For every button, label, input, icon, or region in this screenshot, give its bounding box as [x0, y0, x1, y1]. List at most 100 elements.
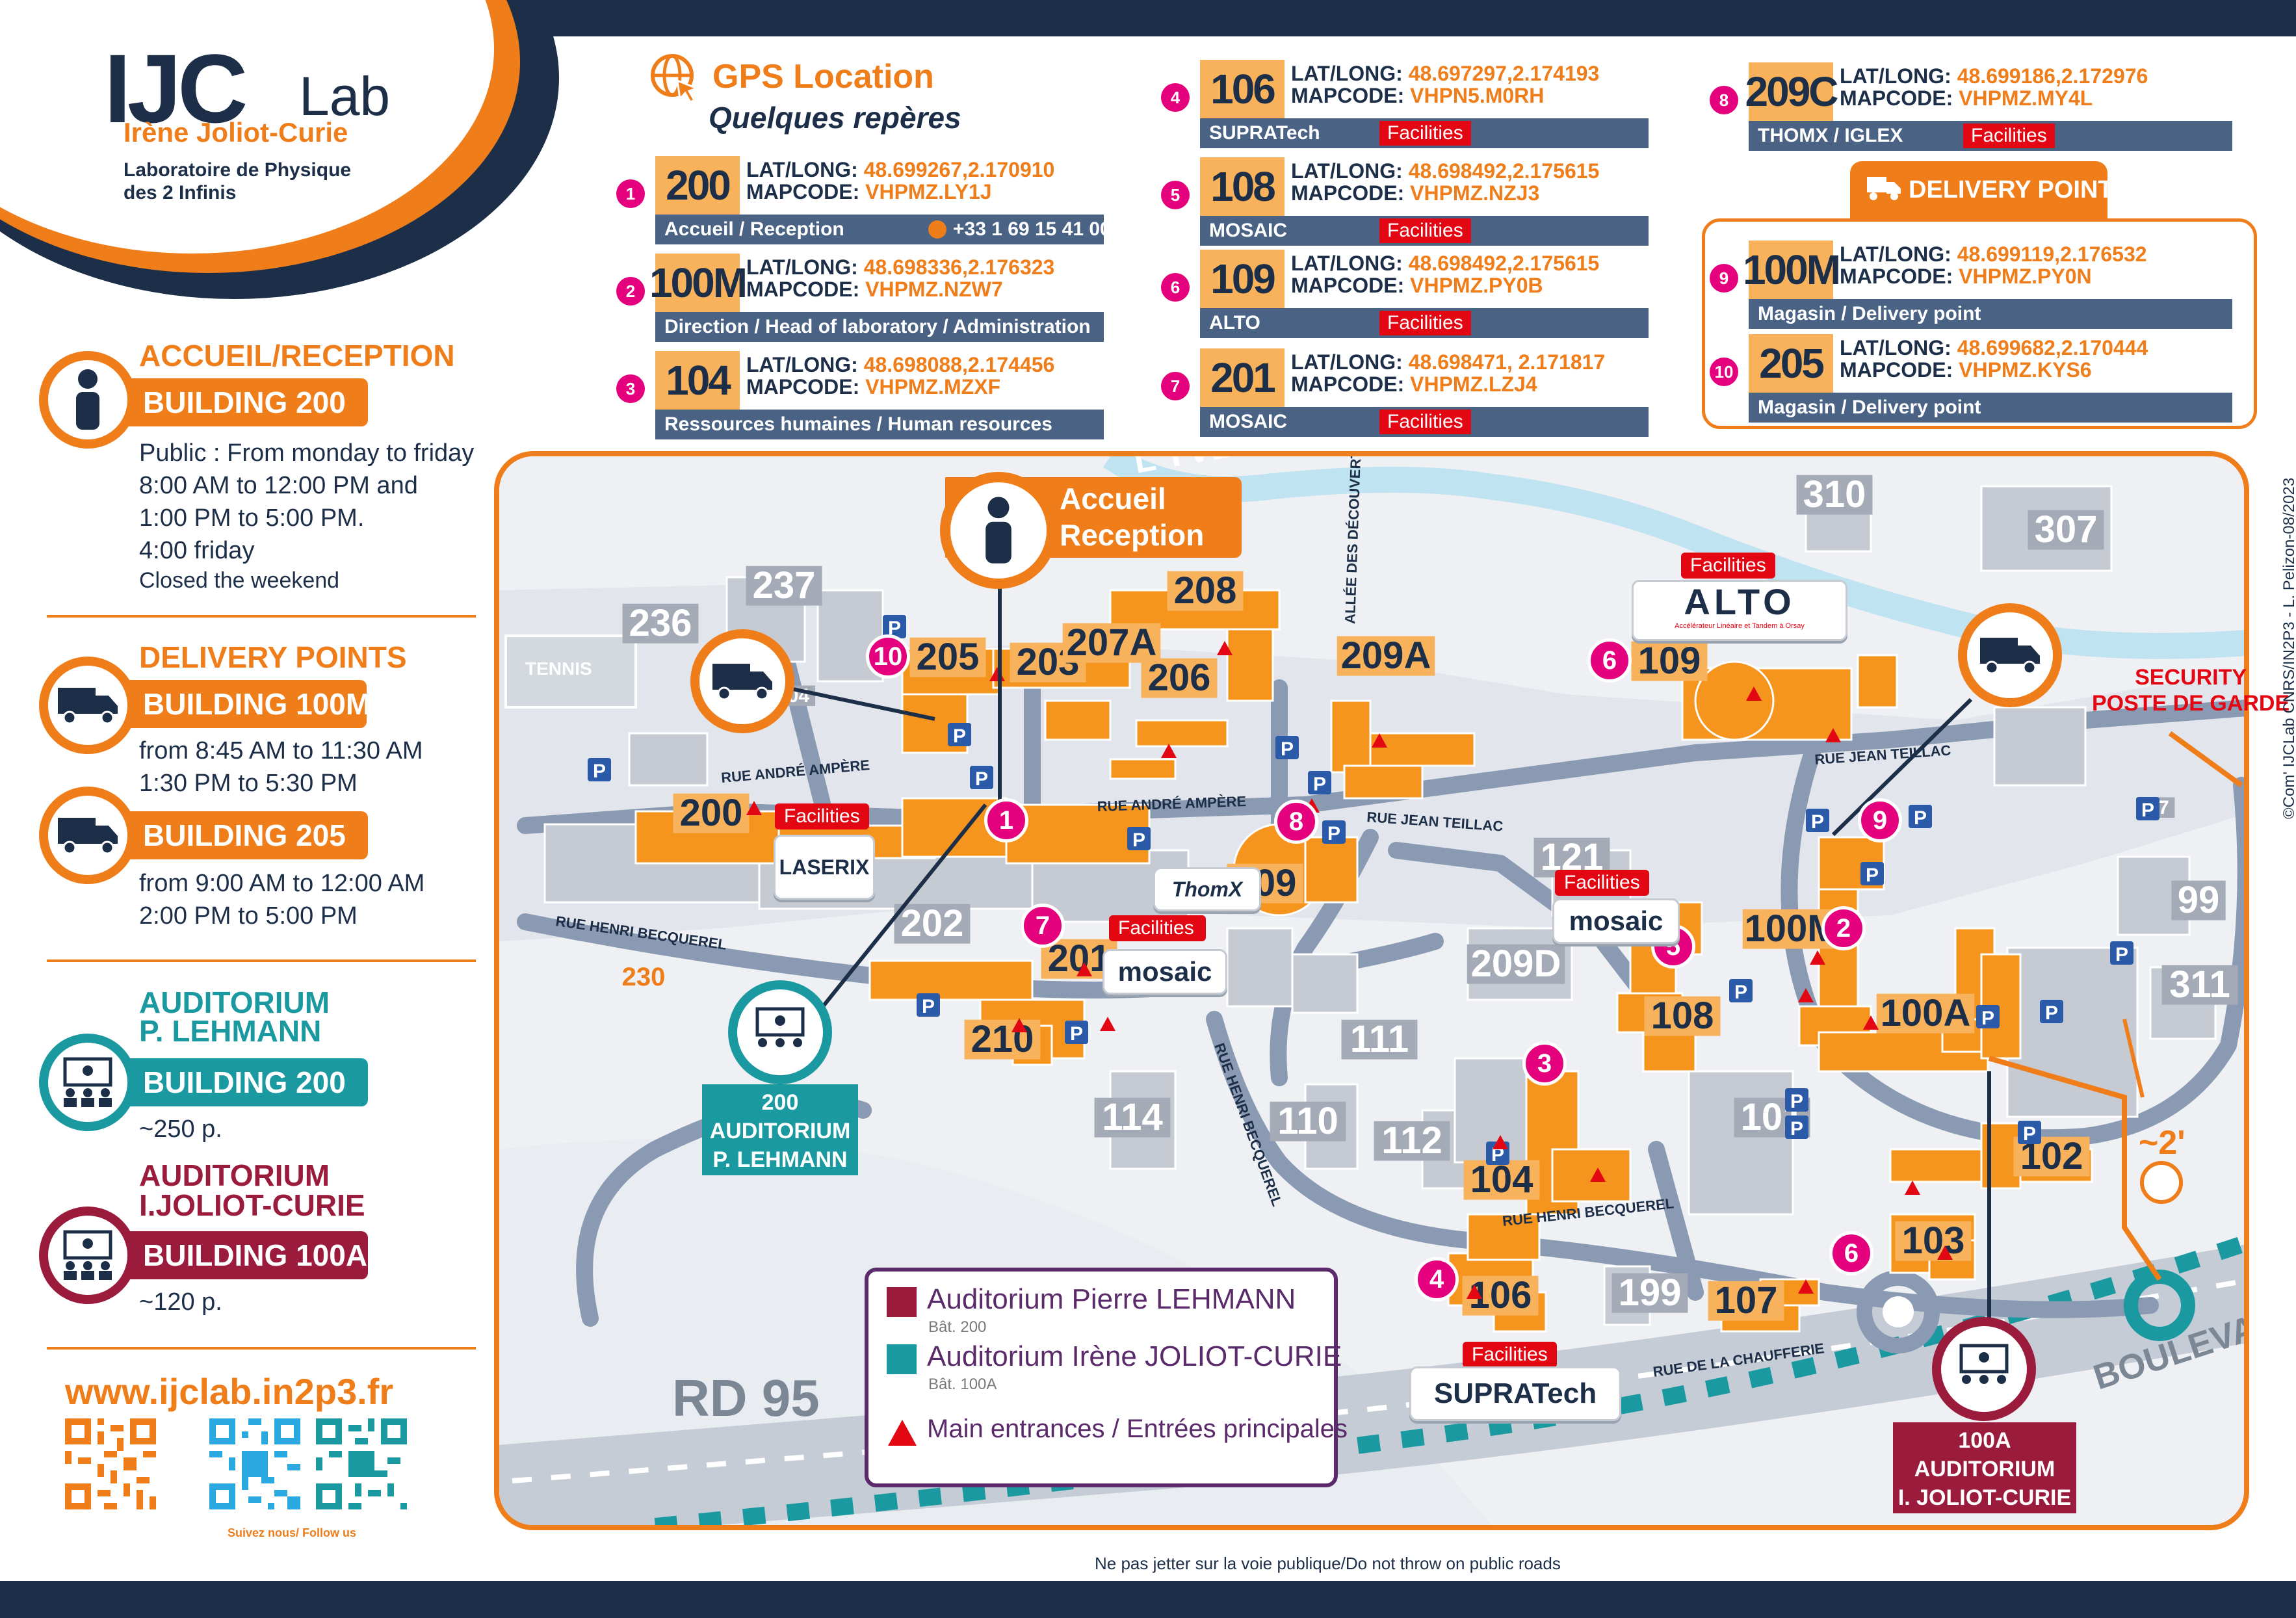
building-label[interactable]: 206	[1148, 657, 1211, 699]
parking-icon[interactable]	[917, 993, 940, 1017]
parking-icon[interactable]	[2110, 941, 2133, 965]
map-number-pin[interactable]: 4	[1415, 1257, 1459, 1301]
parking-icon[interactable]	[1729, 979, 1753, 1002]
building-label[interactable]: 107	[1715, 1279, 1778, 1322]
building-label[interactable]: 112	[1381, 1119, 1442, 1162]
campus-map-canvas[interactable]: 237236205203207A206208209A20020220120921…	[499, 456, 2249, 1530]
building-label[interactable]: 199	[1619, 1272, 1682, 1314]
main-entrance-marker[interactable]	[1863, 1015, 1879, 1030]
main-entrance-marker[interactable]	[1467, 1285, 1482, 1299]
parking-icon[interactable]	[2040, 1000, 2063, 1023]
latlong-value[interactable]: 48.699267,2.170910	[863, 158, 1055, 181]
building-label[interactable]: 108	[1651, 995, 1714, 1037]
parking-icon[interactable]	[1785, 1116, 1808, 1139]
building-label[interactable]: 99	[2178, 879, 2220, 921]
latlong-value[interactable]: 48.698492,2.175615	[1408, 159, 1600, 183]
main-entrance-marker[interactable]	[1100, 1017, 1115, 1031]
entry-phone[interactable]: +33 1 69 15 41 00	[928, 215, 1111, 244]
main-entrance-marker[interactable]	[1798, 988, 1814, 1002]
building-label[interactable]: 311	[2169, 963, 2230, 1006]
building-label[interactable]: 109	[1638, 640, 1701, 682]
map-number-pin[interactable]: 7	[1021, 904, 1065, 948]
parking-icon[interactable]	[1275, 736, 1299, 759]
main-entrance-marker[interactable]	[1746, 686, 1762, 701]
mapcode-value[interactable]: VHPMZ.PY0N	[1959, 265, 2092, 288]
latlong-value[interactable]: 48.698336,2.176323	[863, 255, 1055, 279]
parking-icon[interactable]	[1909, 805, 1932, 828]
building-label[interactable]: 207A	[1067, 621, 1157, 664]
building-label[interactable]: 103	[1902, 1220, 1965, 1262]
map-number-pin[interactable]: 8	[1274, 800, 1318, 844]
parking-icon[interactable]	[1785, 1088, 1808, 1112]
truck-icon[interactable]	[1958, 603, 2062, 707]
auditorium-icon[interactable]	[1932, 1317, 2036, 1421]
map-number-pin[interactable]: 6	[1587, 638, 1632, 683]
qr-code-website[interactable]	[65, 1418, 156, 1509]
main-entrance-marker[interactable]	[1011, 1018, 1027, 1032]
mapcode-value[interactable]: VHPMZ.PY0B	[1410, 274, 1543, 297]
auditorium-icon[interactable]	[728, 980, 832, 1084]
building-label[interactable]: 237	[753, 564, 816, 607]
building-label[interactable]: 209D	[1471, 943, 1561, 985]
building-label[interactable]: 208	[1174, 569, 1237, 612]
latlong-value[interactable]: 48.698471, 2.171817	[1408, 350, 1606, 374]
parking-icon[interactable]	[588, 758, 611, 781]
main-entrance-marker[interactable]	[746, 801, 762, 815]
main-entrance-marker[interactable]	[1217, 641, 1233, 655]
building-label[interactable]: 104	[1470, 1158, 1533, 1201]
latlong-value[interactable]: 48.698088,2.174456	[863, 353, 1055, 376]
parking-icon[interactable]	[1065, 1021, 1088, 1044]
qr-code-linkedin[interactable]	[316, 1418, 407, 1509]
mapcode-value[interactable]: VHPMZ.LY1J	[865, 180, 992, 203]
facility-brand-laserix[interactable]: LASERIX	[774, 835, 875, 900]
building-label[interactable]: 110	[1277, 1100, 1338, 1142]
mapcode-value[interactable]: VHPMZ.MZXF	[865, 375, 1001, 398]
main-entrance-marker[interactable]	[1810, 950, 1825, 965]
latlong-value[interactable]: 48.699186,2.172976	[1957, 64, 2148, 88]
mapcode-value[interactable]: VHPN5.M0RH	[1410, 84, 1545, 107]
facility-brand-mosaic[interactable]: mosaic	[1102, 949, 1227, 995]
latlong-value[interactable]: 48.698492,2.175615	[1408, 252, 1600, 275]
facility-brand-mosaic[interactable]: mosaic	[1552, 898, 1680, 944]
ijclab-logo[interactable]: IJC Lab Irène Joliot-Curie Laboratoire d…	[104, 20, 403, 215]
main-entrance-marker[interactable]	[1798, 1279, 1814, 1294]
parking-icon[interactable]	[2136, 797, 2159, 820]
mapcode-value[interactable]: VHPMZ.NZJ3	[1410, 181, 1540, 205]
mapcode-value[interactable]: VHPMZ.LZJ4	[1410, 372, 1537, 396]
main-entrance-marker[interactable]	[1590, 1168, 1606, 1182]
map-number-pin[interactable]: 6	[1829, 1231, 1873, 1275]
parking-icon[interactable]	[970, 766, 993, 789]
parking-icon[interactable]	[1806, 809, 1829, 832]
building-label[interactable]: 230	[622, 963, 666, 991]
main-entrance-marker[interactable]	[1161, 744, 1177, 758]
main-entrance-marker[interactable]	[1493, 1135, 1508, 1149]
mapcode-value[interactable]: VHPMZ.MY4L	[1959, 86, 2093, 110]
parking-icon[interactable]	[883, 615, 906, 638]
parking-icon[interactable]	[1308, 771, 1331, 794]
latlong-value[interactable]: 48.699119,2.176532	[1957, 242, 2147, 266]
building-label[interactable]: 236	[629, 602, 692, 644]
building-label[interactable]: 205	[917, 636, 980, 678]
main-entrance-marker[interactable]	[1937, 1246, 1953, 1260]
truck-icon[interactable]	[690, 629, 794, 733]
parking-icon[interactable]	[2018, 1121, 2041, 1144]
map-number-pin[interactable]: 9	[1858, 798, 1902, 842]
parking-icon[interactable]	[1127, 827, 1151, 850]
latlong-value[interactable]: 48.697297,2.174193	[1408, 62, 1600, 85]
latlong-value[interactable]: 48.699682,2.170444	[1957, 336, 2148, 359]
main-entrance-marker[interactable]	[1372, 733, 1387, 748]
mapcode-value[interactable]: VHPMZ.NZW7	[865, 278, 1003, 301]
main-entrance-marker[interactable]	[1905, 1181, 1920, 1195]
building-label[interactable]: 202	[901, 902, 964, 945]
building-label[interactable]: 111	[1350, 1018, 1409, 1060]
parking-icon[interactable]	[1322, 820, 1346, 844]
